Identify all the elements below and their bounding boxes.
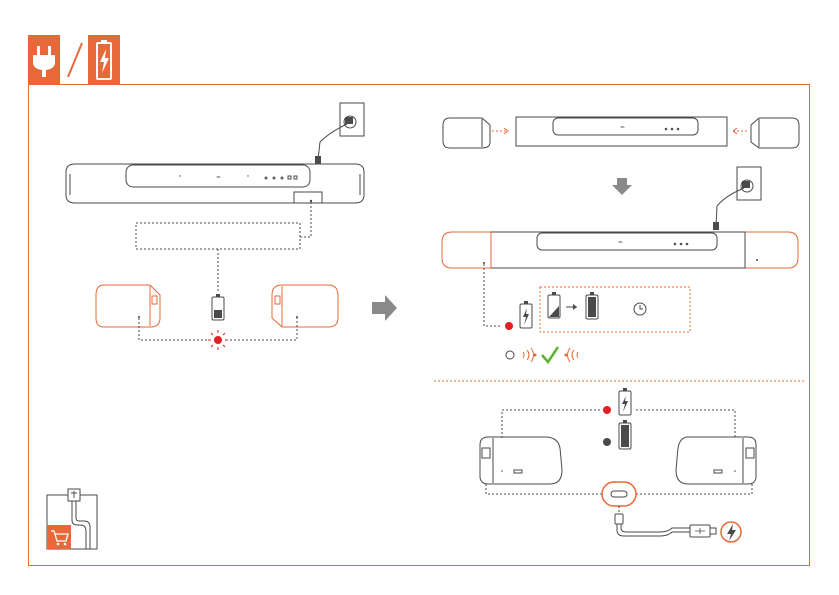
signal-waves-in-icon xyxy=(565,348,579,362)
signal-waves-out-icon xyxy=(523,348,537,362)
arrow-down-icon xyxy=(612,178,632,195)
wall-socket-icon-right xyxy=(737,167,761,200)
charged-led-dark xyxy=(603,438,611,446)
led-off-icon xyxy=(506,351,514,359)
wall-socket-icon xyxy=(340,103,364,136)
speaker-bottom-right xyxy=(676,437,756,484)
lightning-icon xyxy=(721,522,741,542)
error-led-icon xyxy=(208,330,228,350)
placeholder-box xyxy=(136,223,300,249)
speaker-detached-right xyxy=(751,118,799,148)
battery-charging-icon-small xyxy=(520,301,532,328)
shopping-cart-icon xyxy=(47,525,71,549)
checkmark-icon xyxy=(542,347,558,362)
power-cable xyxy=(318,124,347,160)
detachable-speaker-left xyxy=(96,285,160,327)
arrow-right-icon xyxy=(372,295,397,321)
power-plug xyxy=(315,156,321,164)
usb-c-cable xyxy=(615,514,716,537)
battery-charging-icon-bottom xyxy=(619,388,631,415)
soundbar-left: JBL xyxy=(66,164,364,203)
battery-low-icon xyxy=(548,292,560,318)
charging-led-red-bottom xyxy=(603,406,611,414)
battery-full-icon-bottom xyxy=(619,420,631,449)
battery-icon xyxy=(212,294,224,320)
charging-progress-box xyxy=(540,287,690,332)
detachable-speaker-right xyxy=(272,285,338,327)
charging-led-red xyxy=(505,322,513,330)
soundbar-assembled: JBL xyxy=(442,232,798,268)
battery-full-icon xyxy=(586,292,598,319)
speaker-detached-left xyxy=(443,118,490,148)
soundbar-main: JBL xyxy=(516,117,727,146)
speaker-bottom-left xyxy=(480,437,562,484)
usb-c-port-icon xyxy=(602,482,636,506)
svg-text:JBL: JBL xyxy=(216,175,222,179)
clock-icon xyxy=(634,303,646,315)
svg-text:JBL: JBL xyxy=(620,125,626,129)
svg-text:JBL: JBL xyxy=(618,240,624,244)
